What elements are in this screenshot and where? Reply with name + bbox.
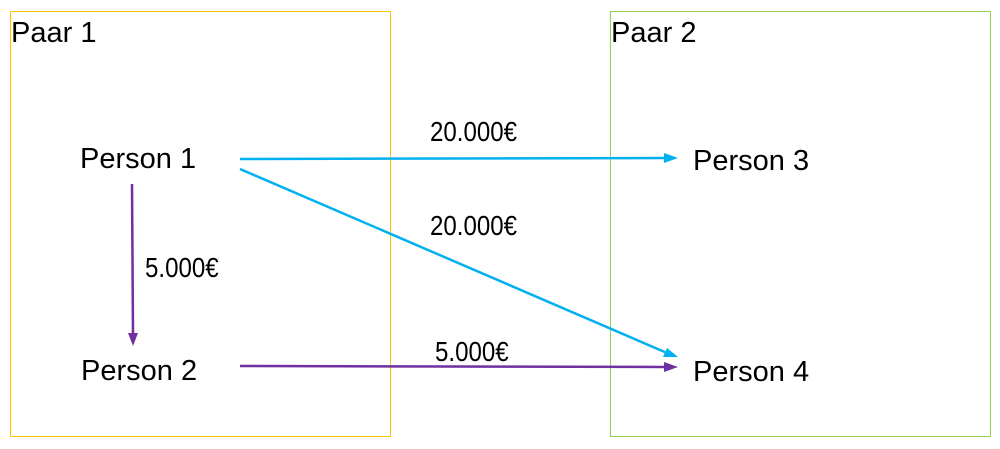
pair-1-label: Paar 1 — [11, 17, 97, 49]
person-3-node: Person 3 — [693, 145, 810, 177]
arrow-person1-to-person4 — [239, 167, 678, 357]
pair-2-box — [610, 11, 991, 437]
pair-2-label: Paar 2 — [611, 17, 697, 49]
person-4-node: Person 4 — [693, 356, 810, 388]
amount-person1-to-person4: 20.000€ — [430, 210, 518, 241]
amount-person2-to-person4: 5.000€ — [435, 336, 509, 367]
arrow-person1-to-person3 — [239, 153, 678, 163]
person-2-node: Person 2 — [81, 355, 198, 387]
pair-1-box — [10, 11, 391, 437]
amount-person1-to-person2: 5.000€ — [145, 252, 219, 283]
amount-person1-to-person3: 20.000€ — [430, 116, 518, 147]
person-1-node: Person 1 — [80, 143, 197, 175]
arrow-person2-to-person4 — [239, 362, 678, 372]
arrow-person1-to-person2 — [128, 183, 138, 346]
